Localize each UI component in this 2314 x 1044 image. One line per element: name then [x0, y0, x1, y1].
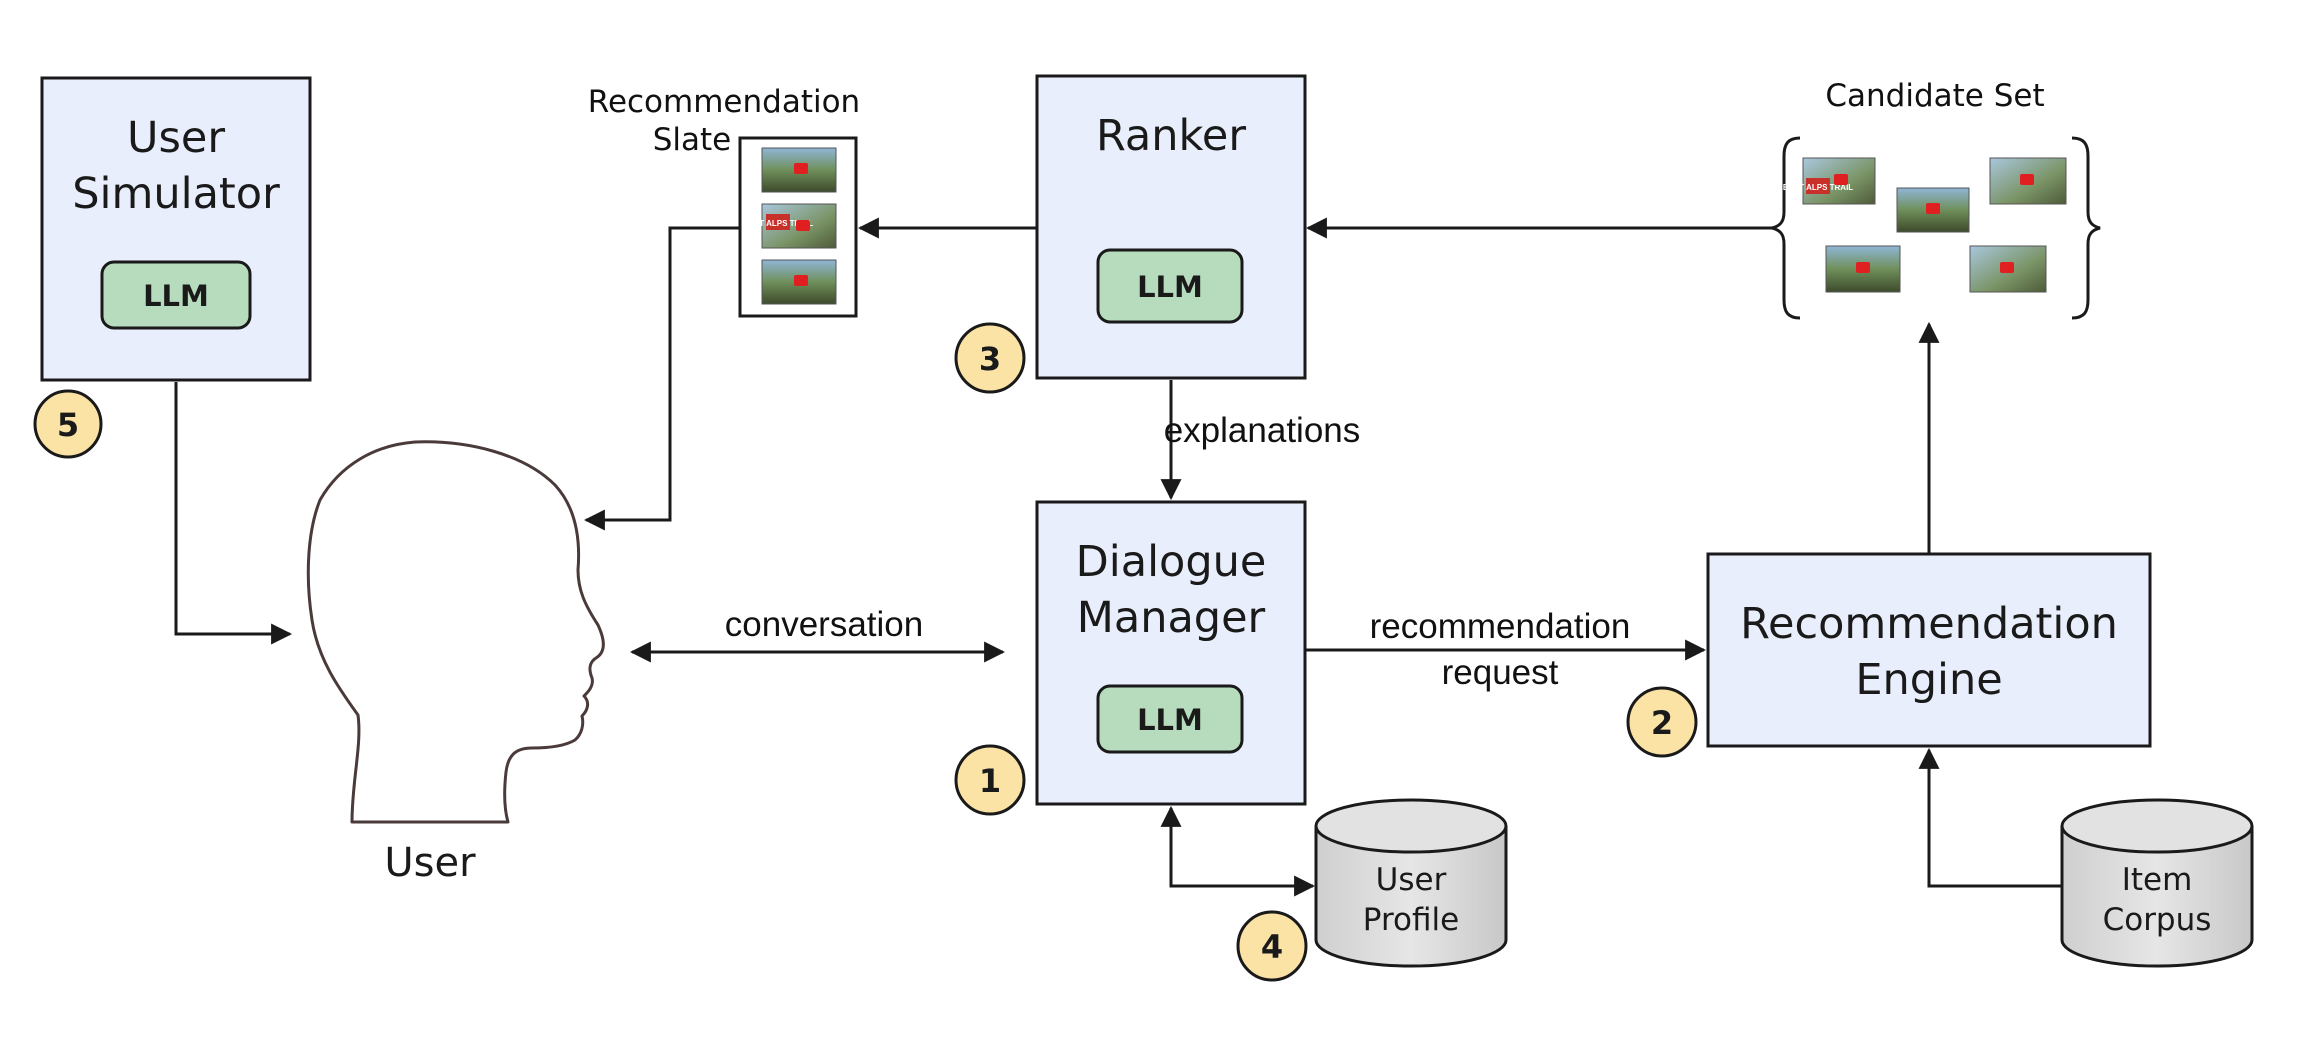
- candidate-thumbnail-5: [1969, 245, 2047, 293]
- candidate-thumbnail-1-text: BEST ALPS TRAIL: [1783, 183, 1853, 192]
- candidate-thumbnail-4: [1825, 245, 1901, 293]
- play-icon: [794, 275, 808, 286]
- step-badge-1: 1: [954, 744, 1026, 816]
- recommendation-engine-title-line1: Recommendation: [1740, 599, 2118, 649]
- dialogue-manager-title-line2: Manager: [1077, 593, 1266, 643]
- slate-title-line2: Slate: [653, 122, 732, 158]
- ranker-llm-block: LLM: [1096, 248, 1244, 324]
- dialogue-manager-title-line1: Dialogue: [1076, 537, 1267, 587]
- edge-slate-to-user: [583, 226, 740, 531]
- user-head-icon: [306, 440, 605, 824]
- slate-thumbnail-3: [761, 259, 837, 305]
- user-profile-label-line1: User: [1376, 862, 1447, 898]
- dialogue-manager-box: Dialogue Manager LLM: [1035, 500, 1307, 806]
- user-profile-database: User Profile: [1314, 798, 1508, 968]
- edge-dialogue-user-profile: [1160, 805, 1316, 897]
- edge-simulator-to-user: [174, 382, 293, 645]
- step-badge-3-label: 3: [979, 340, 1001, 378]
- recommendation-engine-box: Recommendation Engine: [1706, 552, 2152, 748]
- user-simulator-title-line2: Simulator: [72, 169, 280, 219]
- play-icon: [2000, 262, 2014, 273]
- step-badge-2: 2: [1626, 686, 1698, 758]
- user-label: User: [384, 840, 476, 886]
- step-badge-4: 4: [1236, 910, 1308, 982]
- user-simulator-title-line1: User: [127, 113, 225, 163]
- slate-thumbnail-2: BEST ALPS TRAIL: [743, 203, 837, 249]
- user-simulator-llm-block: LLM: [100, 260, 252, 330]
- user-profile-database-icon: [1314, 798, 1508, 968]
- curly-brace-icon: [1771, 136, 1801, 320]
- play-icon: [1856, 262, 1870, 273]
- ranker-box: Ranker LLM: [1035, 74, 1307, 380]
- play-icon: [794, 163, 808, 174]
- item-corpus-label-line1: Item: [2122, 862, 2193, 898]
- user-profile-label-line2: Profile: [1363, 902, 1459, 938]
- edge-label-explanations: explanations: [1164, 411, 1361, 450]
- slate-thumbnail-1: [761, 147, 837, 193]
- item-corpus-database: Item Corpus: [2060, 798, 2254, 968]
- candidate-set-title: Candidate Set: [1825, 78, 2044, 114]
- edge-corpus-to-rec-engine: [1918, 747, 2062, 888]
- dialogue-manager-llm-label: LLM: [1137, 703, 1203, 737]
- step-badge-5: 5: [33, 389, 103, 459]
- candidate-thumbnail-1: BEST ALPS TRAIL: [1783, 157, 1876, 205]
- edge-label-conversation: conversation: [725, 605, 923, 644]
- play-icon: [1926, 203, 1940, 214]
- slate-thumbnail-2-text: BEST ALPS TRAIL: [743, 219, 813, 228]
- ranker-title: Ranker: [1096, 111, 1246, 161]
- edge-label-rec-request-line2: request: [1442, 653, 1559, 692]
- step-badge-2-label: 2: [1651, 704, 1673, 742]
- play-icon: [1834, 174, 1848, 185]
- user-simulator-box: User Simulator LLM: [40, 76, 312, 382]
- play-icon: [2020, 174, 2034, 185]
- user-simulator-llm-label: LLM: [143, 279, 209, 313]
- recommendation-slate: BEST ALPS TRAIL: [738, 136, 858, 318]
- step-badge-5-label: 5: [57, 406, 79, 444]
- step-badge-3: 3: [954, 322, 1026, 394]
- item-corpus-label-line2: Corpus: [2103, 902, 2212, 938]
- item-corpus-database-icon: [2060, 798, 2254, 968]
- ranker-llm-label: LLM: [1137, 270, 1203, 304]
- step-badge-1-label: 1: [979, 762, 1001, 800]
- candidate-set: BEST ALPS TRAIL: [1771, 136, 2101, 320]
- candidate-thumbnail-3: [1989, 157, 2067, 205]
- play-icon: [796, 220, 810, 231]
- dialogue-manager-llm-block: LLM: [1096, 684, 1244, 754]
- candidate-thumbnail-2: [1896, 187, 1970, 233]
- curly-brace-icon: [2071, 136, 2101, 320]
- slate-title-line1: Recommendation: [588, 84, 860, 120]
- step-badge-4-label: 4: [1261, 928, 1283, 966]
- recommendation-engine-title-line2: Engine: [1855, 655, 2002, 705]
- edge-label-rec-request-line1: recommendation: [1370, 607, 1631, 646]
